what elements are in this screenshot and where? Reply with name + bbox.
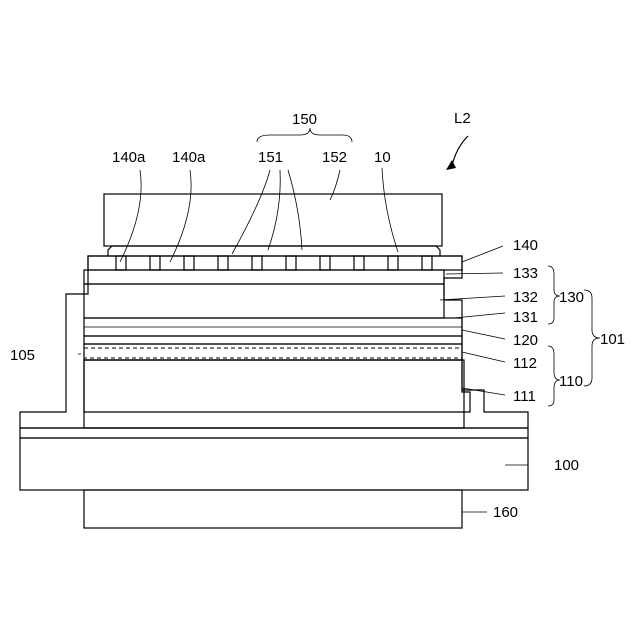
- layer-111-mesa: [84, 360, 470, 412]
- label-10: 10: [374, 149, 391, 166]
- label-112: 112: [513, 355, 537, 372]
- leader-lines: [78, 128, 528, 512]
- substrate-top-strip: [20, 428, 528, 438]
- label-120: 120: [513, 332, 538, 349]
- label-105: 105: [10, 347, 35, 364]
- layer-120-active: [84, 336, 462, 344]
- label-110: 110: [559, 373, 583, 390]
- label-100: 100: [554, 457, 579, 474]
- label-111: 111: [513, 388, 536, 405]
- label-130: 130: [559, 289, 584, 306]
- openings-140a: [116, 256, 432, 270]
- label-150: 150: [292, 111, 317, 128]
- region-105-dashed: [84, 348, 462, 358]
- label-101: 101: [600, 331, 625, 348]
- layer-133-contact: [84, 270, 444, 284]
- label-152: 152: [322, 149, 347, 166]
- label-140a-left: 140a: [112, 149, 146, 166]
- label-151: 151: [258, 149, 283, 166]
- label-131: 131: [513, 309, 538, 326]
- label-133: 133: [513, 265, 538, 282]
- label-140: 140: [513, 237, 538, 254]
- label-140a-right: 140a: [172, 149, 206, 166]
- view-arrow-l2: [446, 136, 468, 170]
- layer-140-insulating-film: [20, 256, 528, 428]
- label-160: 160: [493, 504, 518, 521]
- layer-140-top: [88, 256, 462, 270]
- label-l2: L2: [454, 110, 471, 127]
- layer-160-bottom-electrode: [84, 490, 462, 528]
- electrode-152: [104, 194, 442, 246]
- electrode-151: [108, 246, 440, 256]
- layer-132: [84, 284, 444, 318]
- layer-111-mesa-core: [84, 360, 464, 428]
- layer-100-substrate: [20, 438, 528, 490]
- label-132: 132: [513, 289, 538, 306]
